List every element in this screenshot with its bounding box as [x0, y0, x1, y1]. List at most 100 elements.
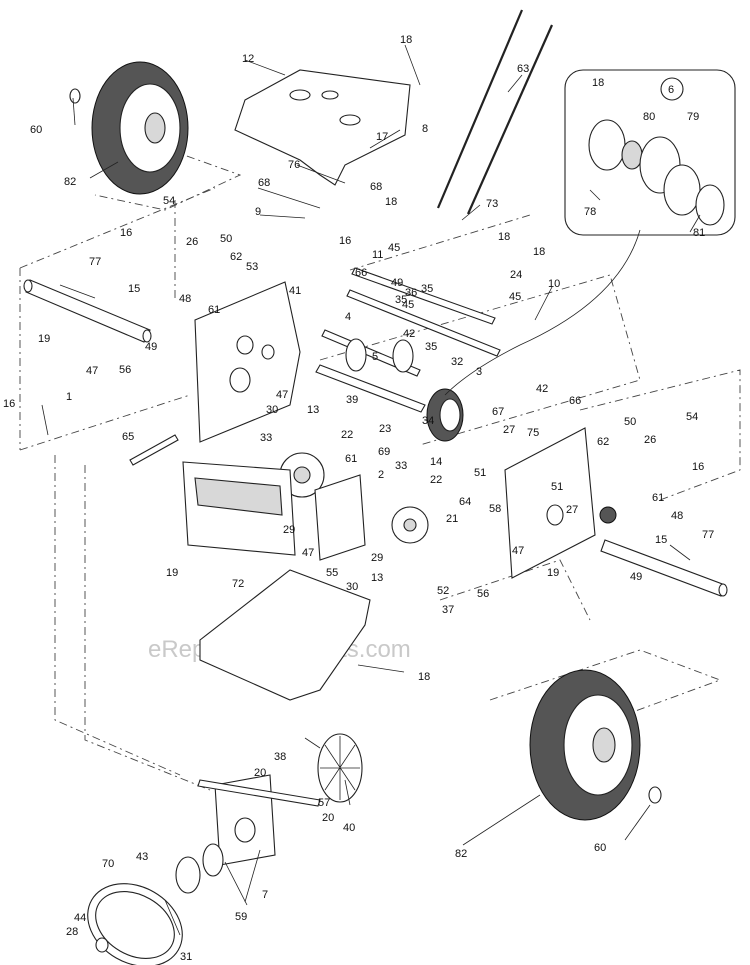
callout-69: 69 — [378, 446, 390, 458]
leader-lines — [41, 44, 701, 936]
callout-38: 38 — [274, 751, 286, 763]
axle-77-left — [23, 279, 152, 343]
callout-62: 62 — [230, 251, 242, 263]
callout-40: 40 — [343, 822, 355, 834]
callout-labels: 1234578910111213131415151616161617181818… — [3, 34, 714, 963]
callout-58: 58 — [489, 503, 501, 515]
callout-37: 37 — [442, 604, 454, 616]
callout-56: 56 — [119, 364, 131, 376]
callout-34: 34 — [422, 415, 434, 427]
callout-24: 24 — [510, 269, 522, 281]
callout-2: 2 — [378, 469, 384, 481]
callout-49: 49 — [391, 277, 403, 289]
callout-60: 60 — [594, 842, 606, 854]
callout-80: 80 — [643, 111, 655, 123]
top-plate-12 — [234, 69, 411, 186]
callout-68: 68 — [258, 177, 270, 189]
callout-82: 82 — [455, 848, 467, 860]
friction-wheel-40 — [317, 733, 363, 803]
callout-65: 65 — [122, 431, 134, 443]
callout-67: 67 — [492, 406, 504, 418]
callout-26: 26 — [186, 236, 198, 248]
callout-16: 16 — [3, 398, 15, 410]
callout-23: 23 — [379, 423, 391, 435]
callout-60: 60 — [30, 124, 42, 136]
callout-8: 8 — [422, 123, 428, 135]
wheel-82-bottom — [529, 669, 662, 821]
callout-45: 45 — [388, 242, 400, 254]
callout-61: 61 — [208, 304, 220, 316]
callout-66: 66 — [355, 267, 367, 279]
callout-70: 70 — [102, 858, 114, 870]
callout-22: 22 — [341, 429, 353, 441]
callout-66: 66 — [569, 395, 581, 407]
callout-19: 19 — [38, 333, 50, 345]
callout-39: 39 — [346, 394, 358, 406]
callout-64: 64 — [459, 496, 471, 508]
callout-43: 43 — [136, 851, 148, 863]
pulley-70 — [87, 883, 183, 965]
callout-47: 47 — [512, 545, 524, 557]
callout-61: 61 — [345, 453, 357, 465]
callout-45: 45 — [509, 291, 521, 303]
bracket-55 — [314, 474, 366, 561]
callout-77: 77 — [702, 529, 714, 541]
callout-13: 13 — [371, 572, 383, 584]
callout-33: 33 — [260, 432, 272, 444]
callout-19: 19 — [547, 567, 559, 579]
detail-callout-number: 6 — [668, 84, 674, 96]
callout-59: 59 — [235, 911, 247, 923]
callout-26: 26 — [644, 434, 656, 446]
callout-50: 50 — [220, 233, 232, 245]
callout-27: 27 — [503, 424, 515, 436]
callout-16: 16 — [120, 227, 132, 239]
callout-16: 16 — [339, 235, 351, 247]
callout-18: 18 — [592, 77, 604, 89]
detail-inset: 6 — [444, 69, 736, 396]
callout-22: 22 — [430, 474, 442, 486]
side-panel-right — [504, 427, 617, 579]
callout-50: 50 — [624, 416, 636, 428]
callout-54: 54 — [686, 411, 698, 423]
callout-44: 44 — [74, 912, 86, 924]
callout-30: 30 — [266, 404, 278, 416]
callout-33: 33 — [395, 460, 407, 472]
callout-68: 68 — [370, 181, 382, 193]
callout-18: 18 — [533, 246, 545, 258]
callout-11: 11 — [372, 249, 383, 261]
callout-47: 47 — [276, 389, 288, 401]
callout-48: 48 — [179, 293, 191, 305]
callout-51: 51 — [551, 481, 563, 493]
callout-35: 35 — [421, 283, 433, 295]
callout-45: 45 — [402, 299, 414, 311]
callout-15: 15 — [655, 534, 667, 546]
callout-21: 21 — [446, 513, 458, 525]
callout-77: 77 — [89, 256, 101, 268]
side-panel-41 — [194, 281, 301, 443]
callout-17: 17 — [376, 131, 388, 143]
callout-57: 57 — [318, 797, 330, 809]
callout-3: 3 — [476, 366, 482, 378]
callout-76: 76 — [288, 159, 300, 171]
callout-53: 53 — [246, 261, 258, 273]
callout-7: 7 — [262, 889, 268, 901]
callout-35: 35 — [425, 341, 437, 353]
callout-18: 18 — [385, 196, 397, 208]
callout-72: 72 — [232, 578, 244, 590]
axle-77-right — [600, 539, 728, 597]
callout-82: 82 — [64, 176, 76, 188]
callout-47: 47 — [86, 365, 98, 377]
handle-63 — [436, 9, 554, 215]
callout-20: 20 — [322, 812, 334, 824]
callout-1: 1 — [66, 391, 72, 403]
callout-16: 16 — [692, 461, 704, 473]
callout-52: 52 — [437, 585, 449, 597]
callout-13: 13 — [307, 404, 319, 416]
callout-28: 28 — [66, 926, 78, 938]
callout-42: 42 — [403, 328, 415, 340]
callout-49: 49 — [145, 341, 157, 353]
callout-79: 79 — [687, 111, 699, 123]
callout-4: 4 — [345, 311, 351, 323]
callout-12: 12 — [242, 53, 254, 65]
